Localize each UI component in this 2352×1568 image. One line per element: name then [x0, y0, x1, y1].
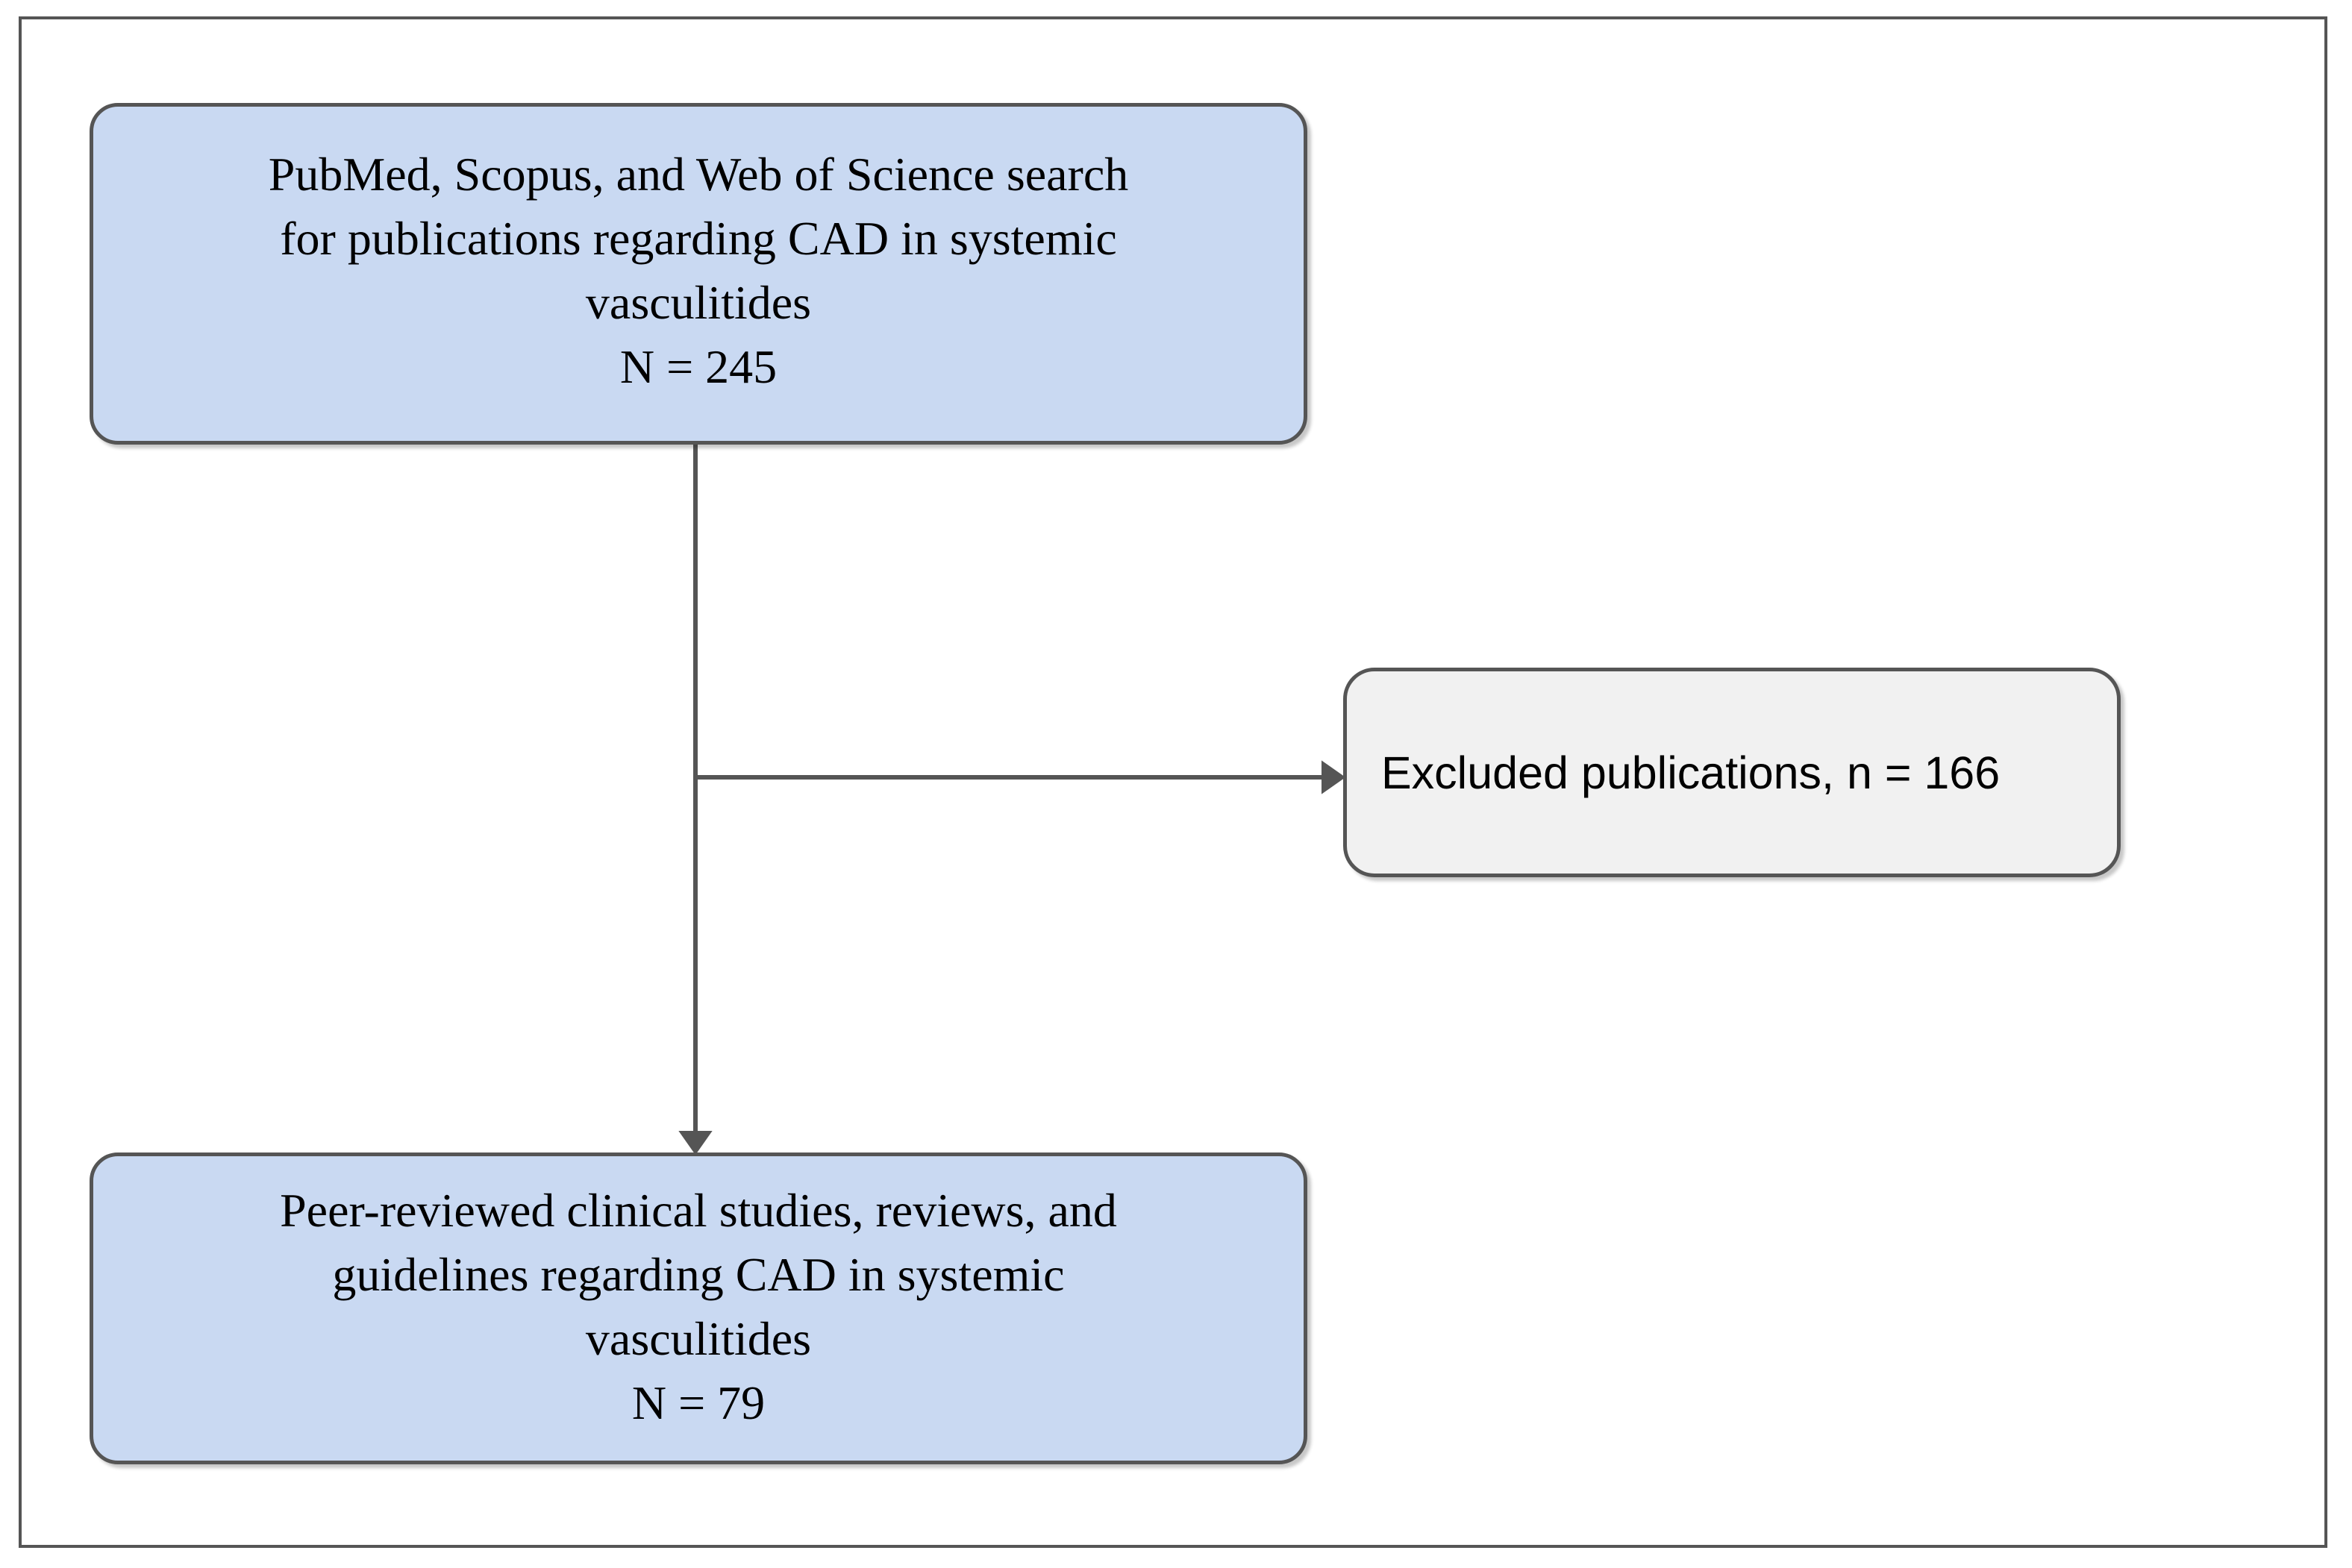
included-box: Peer-reviewed clinical studies, reviews,…	[90, 1153, 1307, 1464]
included-box-text: Peer-reviewed clinical studies, reviews,…	[280, 1184, 1117, 1429]
excluded-box-text: Excluded publications, n = 166	[1381, 747, 2001, 798]
search-box-text: PubMed, Scopus, and Web of Science searc…	[268, 148, 1129, 393]
figure-outer-border	[19, 16, 2327, 1548]
excluded-box: Excluded publications, n = 166	[1343, 668, 2121, 877]
search-box: PubMed, Scopus, and Web of Science searc…	[90, 103, 1307, 445]
